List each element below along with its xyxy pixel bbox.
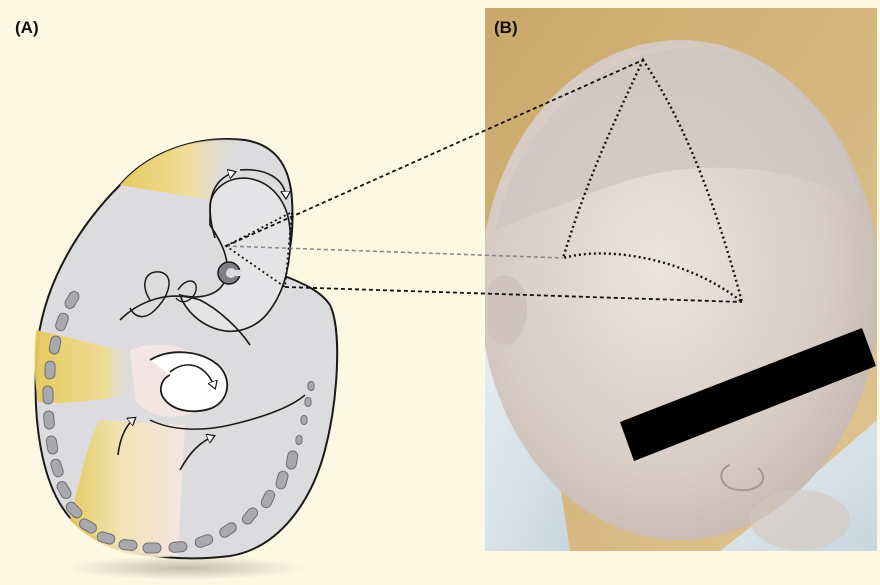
- embryo-shadow: [65, 556, 305, 580]
- somite: [308, 382, 314, 391]
- panel-b-label: (B): [494, 18, 518, 38]
- otic-vesicle: [218, 262, 241, 284]
- infant-ear: [483, 275, 527, 345]
- somite: [43, 411, 55, 430]
- somite: [45, 361, 56, 379]
- somite: [169, 541, 188, 553]
- infant-cheek: [750, 490, 850, 550]
- panel-b-infant-photo: [480, 8, 880, 551]
- somite: [296, 435, 303, 444]
- somite: [143, 543, 161, 553]
- somite: [305, 398, 311, 407]
- panel-a-label: (A): [15, 18, 39, 38]
- panel-a-embryo-illustration: [35, 139, 337, 580]
- somite: [301, 415, 307, 424]
- somite: [119, 539, 138, 551]
- somite: [43, 386, 54, 404]
